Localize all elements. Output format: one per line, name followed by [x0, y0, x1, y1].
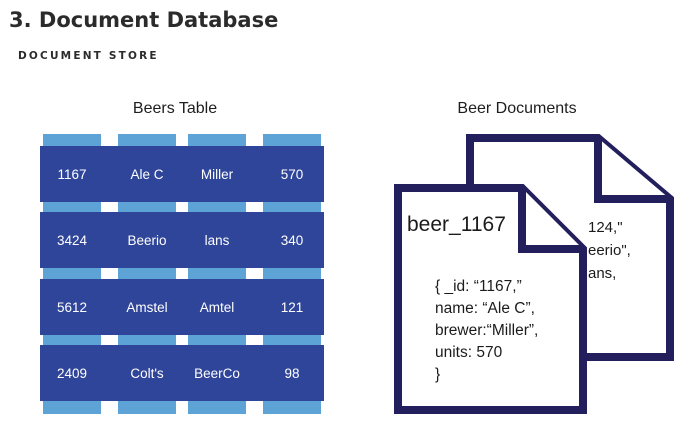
table-cell-id: 3424 — [56, 232, 88, 248]
table-cell-brewer: Amtel — [199, 299, 235, 315]
row-band — [40, 212, 324, 268]
table-cell-units: 98 — [284, 365, 300, 381]
row-band — [40, 279, 324, 335]
document-line: { _id: “1167,” — [435, 278, 522, 295]
front-document-icon — [394, 184, 587, 414]
document-line: } — [435, 366, 441, 383]
page-title: 3. Document Database — [9, 8, 279, 32]
back-document-line: 124," — [588, 219, 623, 236]
table-cell-brewer: BeerCo — [194, 365, 240, 381]
table-cell-name: Colt's — [130, 365, 164, 381]
table-cell-name: Ale C — [130, 166, 164, 182]
row-band — [40, 146, 324, 202]
back-document-line: ans, — [588, 265, 617, 282]
table-cell-name: Beerio — [127, 232, 167, 248]
beer-documents-caption: Beer Documents — [457, 100, 577, 117]
table-cell-id: 5612 — [56, 299, 88, 315]
table-cell-brewer: lans — [204, 232, 230, 248]
table-cell-id: 2409 — [56, 365, 88, 381]
table-cell-units: 121 — [280, 299, 304, 315]
table-cell-brewer: Miller — [200, 166, 234, 182]
beers-table-caption: Beers Table — [132, 100, 218, 117]
table-cell-units: 570 — [280, 166, 304, 182]
table-cell-id: 1167 — [57, 166, 87, 182]
beers-table: 1167 Ale C Miller 570 3424 Beerio lans 3… — [40, 134, 324, 414]
document-line: units: 570 — [435, 344, 503, 361]
document-line: brewer:“Miller”, — [435, 322, 539, 339]
page-subtitle: DOCUMENT STORE — [18, 50, 159, 62]
back-document-line: eerio", — [588, 242, 631, 259]
table-cell-units: 340 — [280, 232, 304, 248]
document-name: beer_1167 — [407, 213, 506, 236]
document-line: name: “Ale C”, — [435, 300, 535, 317]
row-band — [40, 345, 324, 401]
table-cell-name: Amstel — [126, 299, 168, 315]
